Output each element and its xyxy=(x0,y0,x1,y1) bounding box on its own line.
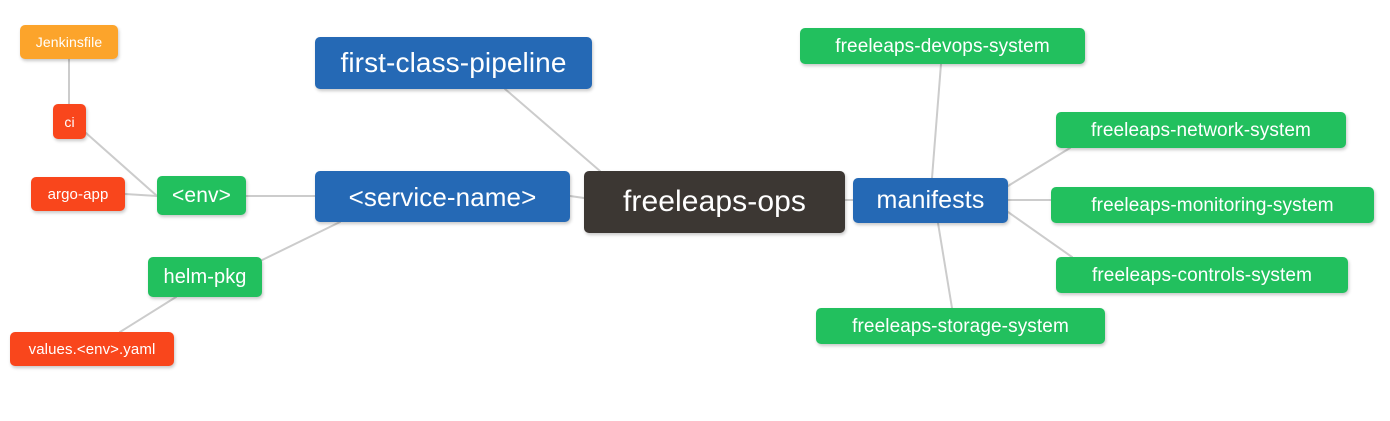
edge-manifests-to-network-system xyxy=(1007,147,1071,187)
node-service-name[interactable]: <service-name> xyxy=(315,171,570,222)
node-monitoring-system[interactable]: freeleaps-monitoring-system xyxy=(1051,187,1374,223)
edge-manifests-to-storage-system xyxy=(937,222,953,309)
node-ci[interactable]: ci xyxy=(53,104,86,139)
node-first-class-pipeline[interactable]: first-class-pipeline xyxy=(315,37,592,89)
edge-argo-app-to-env xyxy=(124,193,158,197)
edge-devops-system-to-manifests xyxy=(931,63,942,179)
node-network-system[interactable]: freeleaps-network-system xyxy=(1056,112,1346,148)
edge-service-name-to-freeleaps-ops xyxy=(569,195,585,199)
node-freeleaps-ops[interactable]: freeleaps-ops xyxy=(584,171,845,233)
node-helm-pkg[interactable]: helm-pkg xyxy=(148,257,262,297)
node-argo-app[interactable]: argo-app xyxy=(31,177,125,211)
edge-first-class-pipeline-to-freeleaps-ops xyxy=(504,88,601,172)
node-devops-system[interactable]: freeleaps-devops-system xyxy=(800,28,1085,64)
node-jenkinsfile[interactable]: Jenkinsfile xyxy=(20,25,118,59)
edge-values-yaml-to-helm-pkg xyxy=(119,296,177,333)
node-manifests[interactable]: manifests xyxy=(853,178,1008,223)
node-storage-system[interactable]: freeleaps-storage-system xyxy=(816,308,1105,344)
edge-helm-pkg-to-service-name xyxy=(255,221,341,264)
node-values-yaml[interactable]: values.<env>.yaml xyxy=(10,332,174,366)
node-env[interactable]: <env> xyxy=(157,176,246,215)
node-controls-system[interactable]: freeleaps-controls-system xyxy=(1056,257,1348,293)
